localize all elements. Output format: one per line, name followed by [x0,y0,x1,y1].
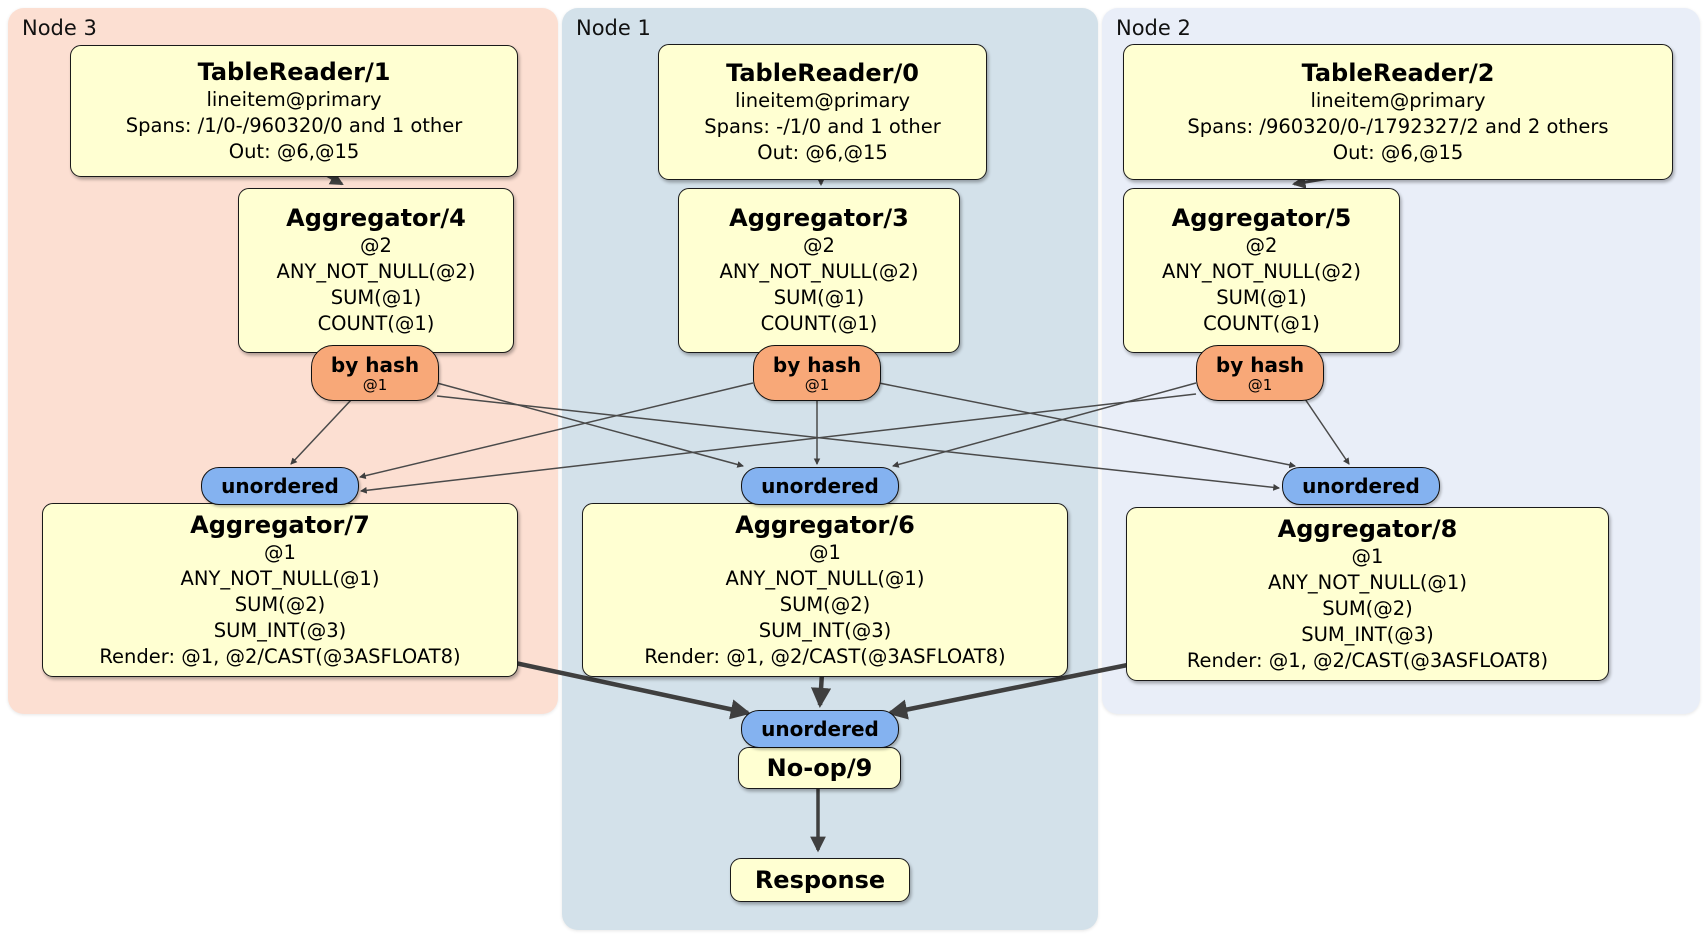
router-key: @1 [1247,375,1273,394]
aggregator3-fn2: SUM(@1) [773,286,865,309]
by-hash-router-node1: by hash @1 [753,345,881,401]
aggregator8-fn1: ANY_NOT_NULL(@1) [1268,570,1467,594]
response-box: Response [730,858,910,902]
tablereader2-index: lineitem@primary [1310,88,1486,112]
aggregator4-box: Aggregator/4 @2 ANY_NOT_NULL(@2) SUM(@1)… [238,188,514,353]
aggregator4-fn1: ANY_NOT_NULL(@2) [276,260,476,283]
sync-label: unordered [221,474,339,498]
aggregator6-title: Aggregator/6 [735,510,915,539]
aggregator7-groupcols: @1 [264,540,296,564]
aggregator6-fn2: SUM(@2) [779,592,871,616]
tablereader1-out: Out: @6,@15 [228,139,360,163]
tablereader2-box: TableReader/2 lineitem@primary Spans: /9… [1123,44,1673,180]
aggregator7-fn3: SUM_INT(@3) [213,618,347,642]
tablereader0-title: TableReader/0 [726,58,919,87]
aggregator3-groupcols: @2 [803,234,835,257]
unordered-sync-node3: unordered [201,467,359,505]
aggregator8-title: Aggregator/8 [1277,514,1458,543]
aggregator4-fn3: COUNT(@1) [317,312,435,335]
tablereader2-spans: Spans: /960320/0-/1792327/2 and 2 others [1187,114,1609,138]
aggregator5-title: Aggregator/5 [1171,204,1352,232]
tablereader1-spans: Spans: /1/0-/960320/0 and 1 other [125,113,463,137]
aggregator3-fn3: COUNT(@1) [760,312,878,335]
node2-region-label: Node 2 [1116,16,1191,40]
router-label: by hash [1215,352,1305,377]
router-key: @1 [804,375,830,394]
tablereader0-index: lineitem@primary [734,88,911,112]
sync-label: unordered [1302,474,1420,498]
aggregator8-render: Render: @1, @2/CAST(@3ASFLOAT8) [1186,648,1549,672]
router-label: by hash [772,352,862,377]
tablereader1-title: TableReader/1 [197,57,391,86]
aggregator8-fn3: SUM_INT(@3) [1301,622,1434,646]
aggregator6-render: Render: @1, @2/CAST(@3ASFLOAT8) [644,644,1006,668]
unordered-sync-final: unordered [741,710,899,748]
sync-label: unordered [761,717,879,741]
aggregator7-title: Aggregator/7 [190,510,370,539]
aggregator8-groupcols: @1 [1351,544,1384,568]
edge-router2-sync1 [892,382,1197,468]
response-title: Response [754,865,886,894]
router-key: @1 [362,375,388,394]
aggregator5-fn3: COUNT(@1) [1203,312,1320,335]
unordered-sync-node1: unordered [741,467,899,505]
tablereader1-box: TableReader/1 lineitem@primary Spans: /1… [70,45,518,177]
aggregator5-box: Aggregator/5 @2 ANY_NOT_NULL(@2) SUM(@1)… [1123,188,1400,353]
noop9-title: No-op/9 [766,753,873,782]
tablereader2-title: TableReader/2 [1301,58,1495,87]
tablereader0-box: TableReader/0 lineitem@primary Spans: -/… [658,44,987,180]
sync-label: unordered [761,474,879,498]
aggregator6-fn1: ANY_NOT_NULL(@1) [725,566,925,590]
by-hash-router-node3: by hash @1 [311,345,439,401]
aggregator7-fn2: SUM(@2) [234,592,326,616]
aggregator5-fn1: ANY_NOT_NULL(@2) [1162,260,1361,283]
aggregator7-fn1: ANY_NOT_NULL(@1) [180,566,380,590]
aggregator5-groupcols: @2 [1245,234,1278,257]
unordered-sync-node2: unordered [1282,467,1440,505]
tablereader1-index: lineitem@primary [206,87,382,111]
aggregator6-groupcols: @1 [809,540,841,564]
edge-router2-sync3 [359,393,1197,494]
aggregator7-box: Aggregator/7 @1 ANY_NOT_NULL(@1) SUM(@2)… [42,503,518,677]
aggregator7-render: Render: @1, @2/CAST(@3ASFLOAT8) [99,644,461,668]
edge-router2-sync2 [1304,398,1350,465]
edge-agg6-finalsync [810,672,832,709]
aggregator4-fn2: SUM(@1) [330,286,422,309]
by-hash-router-node2: by hash @1 [1196,345,1324,401]
noop9-box: No-op/9 [738,747,901,789]
aggregator8-box: Aggregator/8 @1 ANY_NOT_NULL(@1) SUM(@2)… [1126,507,1609,681]
router-label: by hash [330,352,420,377]
aggregator3-title: Aggregator/3 [729,204,909,232]
edge-router1-sync2 [878,382,1296,469]
aggregator8-fn2: SUM(@2) [1322,596,1413,620]
edge-router1-sync3 [359,382,754,479]
aggregator6-fn3: SUM_INT(@3) [758,618,892,642]
aggregator3-fn1: ANY_NOT_NULL(@2) [719,260,919,283]
tablereader2-out: Out: @6,@15 [1332,140,1464,164]
tablereader0-spans: Spans: -/1/0 and 1 other [704,114,941,138]
tablereader0-out: Out: @6,@15 [757,140,888,164]
aggregator6-box: Aggregator/6 @1 ANY_NOT_NULL(@1) SUM(@2)… [582,503,1068,677]
edge-router3-sync2 [436,395,1281,491]
edge-router3-sync3 [290,398,353,465]
aggregator4-title: Aggregator/4 [286,204,466,232]
node3-region-label: Node 3 [22,16,97,40]
aggregator4-groupcols: @2 [360,234,392,257]
aggregator3-box: Aggregator/3 @2 ANY_NOT_NULL(@2) SUM(@1)… [678,188,960,353]
aggregator5-fn2: SUM(@1) [1216,286,1307,309]
node1-region-label: Node 1 [576,16,651,40]
